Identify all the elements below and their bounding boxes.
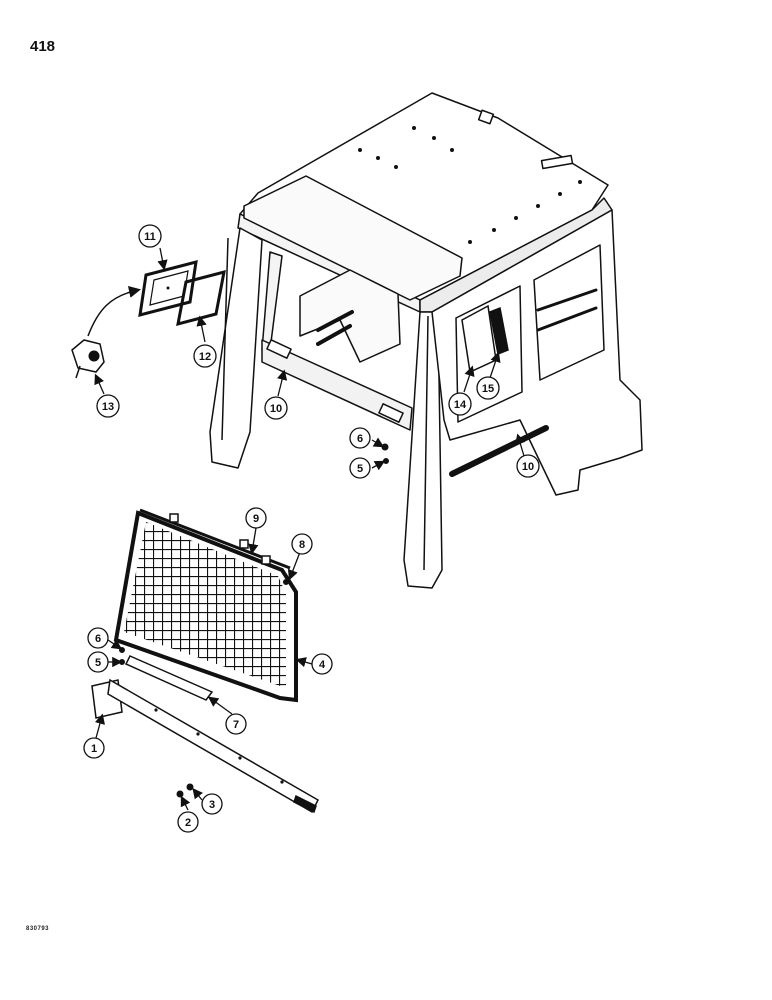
post-front-center-inner: [423, 315, 429, 571]
callout-label: 9: [253, 513, 259, 525]
guard-screen-clips: [169, 513, 271, 565]
inner-structure: [299, 269, 401, 363]
lamp-lens: [88, 350, 100, 362]
door-handle: [489, 306, 509, 356]
callout-1: 1: [83, 737, 105, 759]
cover-plate-hole: [166, 286, 170, 290]
bolt-5-screen: [119, 659, 125, 665]
bolt-8: [283, 579, 289, 585]
post-rear-left: [261, 251, 283, 351]
side-window-opening: [533, 244, 605, 381]
callout-label: 4: [319, 659, 326, 671]
bolt-5-cab: [383, 458, 389, 464]
callout-label: 15: [482, 383, 494, 395]
seal-strip-bottom: [449, 425, 549, 477]
callout-label: 10: [270, 403, 282, 415]
mounting-bar-end: [293, 794, 317, 814]
callout-15: 15: [476, 376, 500, 400]
callout-label: 10: [522, 461, 534, 473]
washer-6-cab: [381, 443, 389, 451]
lamp-body: [71, 339, 105, 373]
lamp-arrow: [87, 286, 141, 337]
callout-label: 5: [95, 657, 101, 669]
callout-8: 8: [291, 533, 313, 555]
mounting-bar-rail: [107, 678, 319, 814]
seal-strip-inner: [316, 310, 354, 346]
leader-lines: [94, 247, 526, 811]
callout-label: 1: [91, 743, 97, 755]
callout-13: 13: [96, 394, 120, 418]
callout-5-cab: 5: [349, 457, 371, 479]
cab-structure: [209, 92, 643, 589]
callout-6-cab: 6: [349, 427, 371, 449]
callout-12: 12: [193, 344, 217, 368]
callout-2: 2: [177, 811, 199, 833]
door-parts: [461, 304, 509, 374]
callout-9: 9: [245, 507, 267, 529]
callout-3: 3: [201, 793, 223, 815]
washer-6-screen: [119, 647, 125, 653]
bracket-left: [266, 339, 292, 359]
seal-strip-window: [536, 288, 598, 332]
callouts: 11 12 13 10 6 5 14 15: [83, 224, 540, 833]
washer-3: [186, 783, 194, 791]
callout-14: 14: [448, 392, 472, 416]
inset-parts: [71, 259, 226, 379]
guard-screen: [113, 508, 298, 703]
bracket-right: [378, 403, 404, 423]
callout-label: 12: [199, 351, 211, 363]
lamp-wire: [75, 365, 81, 379]
callout-label: 7: [233, 719, 239, 731]
roof-tab-rear: [477, 109, 495, 125]
callout-label: 2: [185, 817, 191, 829]
page-number: 418: [30, 38, 56, 55]
post-front-left-inner: [221, 237, 229, 441]
retainer-strip: [124, 655, 214, 701]
callout-5-screen: 5: [87, 651, 109, 673]
callout-label: 14: [454, 399, 467, 411]
callout-label: 6: [357, 433, 363, 445]
callout-label: 13: [102, 401, 114, 413]
callout-6-screen: 6: [87, 627, 109, 649]
roof-bolts: [358, 126, 582, 244]
cross-beam: [261, 339, 413, 431]
callout-label: 11: [144, 231, 156, 243]
callout-10-upper: 10: [264, 396, 288, 420]
figure-code: 830793: [26, 926, 50, 932]
callout-10-lower: 10: [516, 454, 540, 478]
callout-label: 6: [95, 633, 101, 645]
mounting-bar: [91, 678, 319, 814]
callout-7: 7: [225, 713, 247, 735]
callout-4: 4: [311, 653, 333, 675]
guard-screen-mesh: [124, 522, 286, 688]
callout-label: 8: [299, 539, 305, 551]
callout-11: 11: [138, 224, 162, 248]
bolt-2: [176, 790, 184, 798]
roof-lip: [243, 175, 463, 301]
gasket: [176, 269, 226, 327]
seal-strips: [316, 288, 598, 477]
callout-label: 5: [357, 463, 363, 475]
callout-label: 3: [209, 799, 215, 811]
post-front-left: [209, 227, 263, 469]
roof-tab-side: [540, 154, 574, 170]
